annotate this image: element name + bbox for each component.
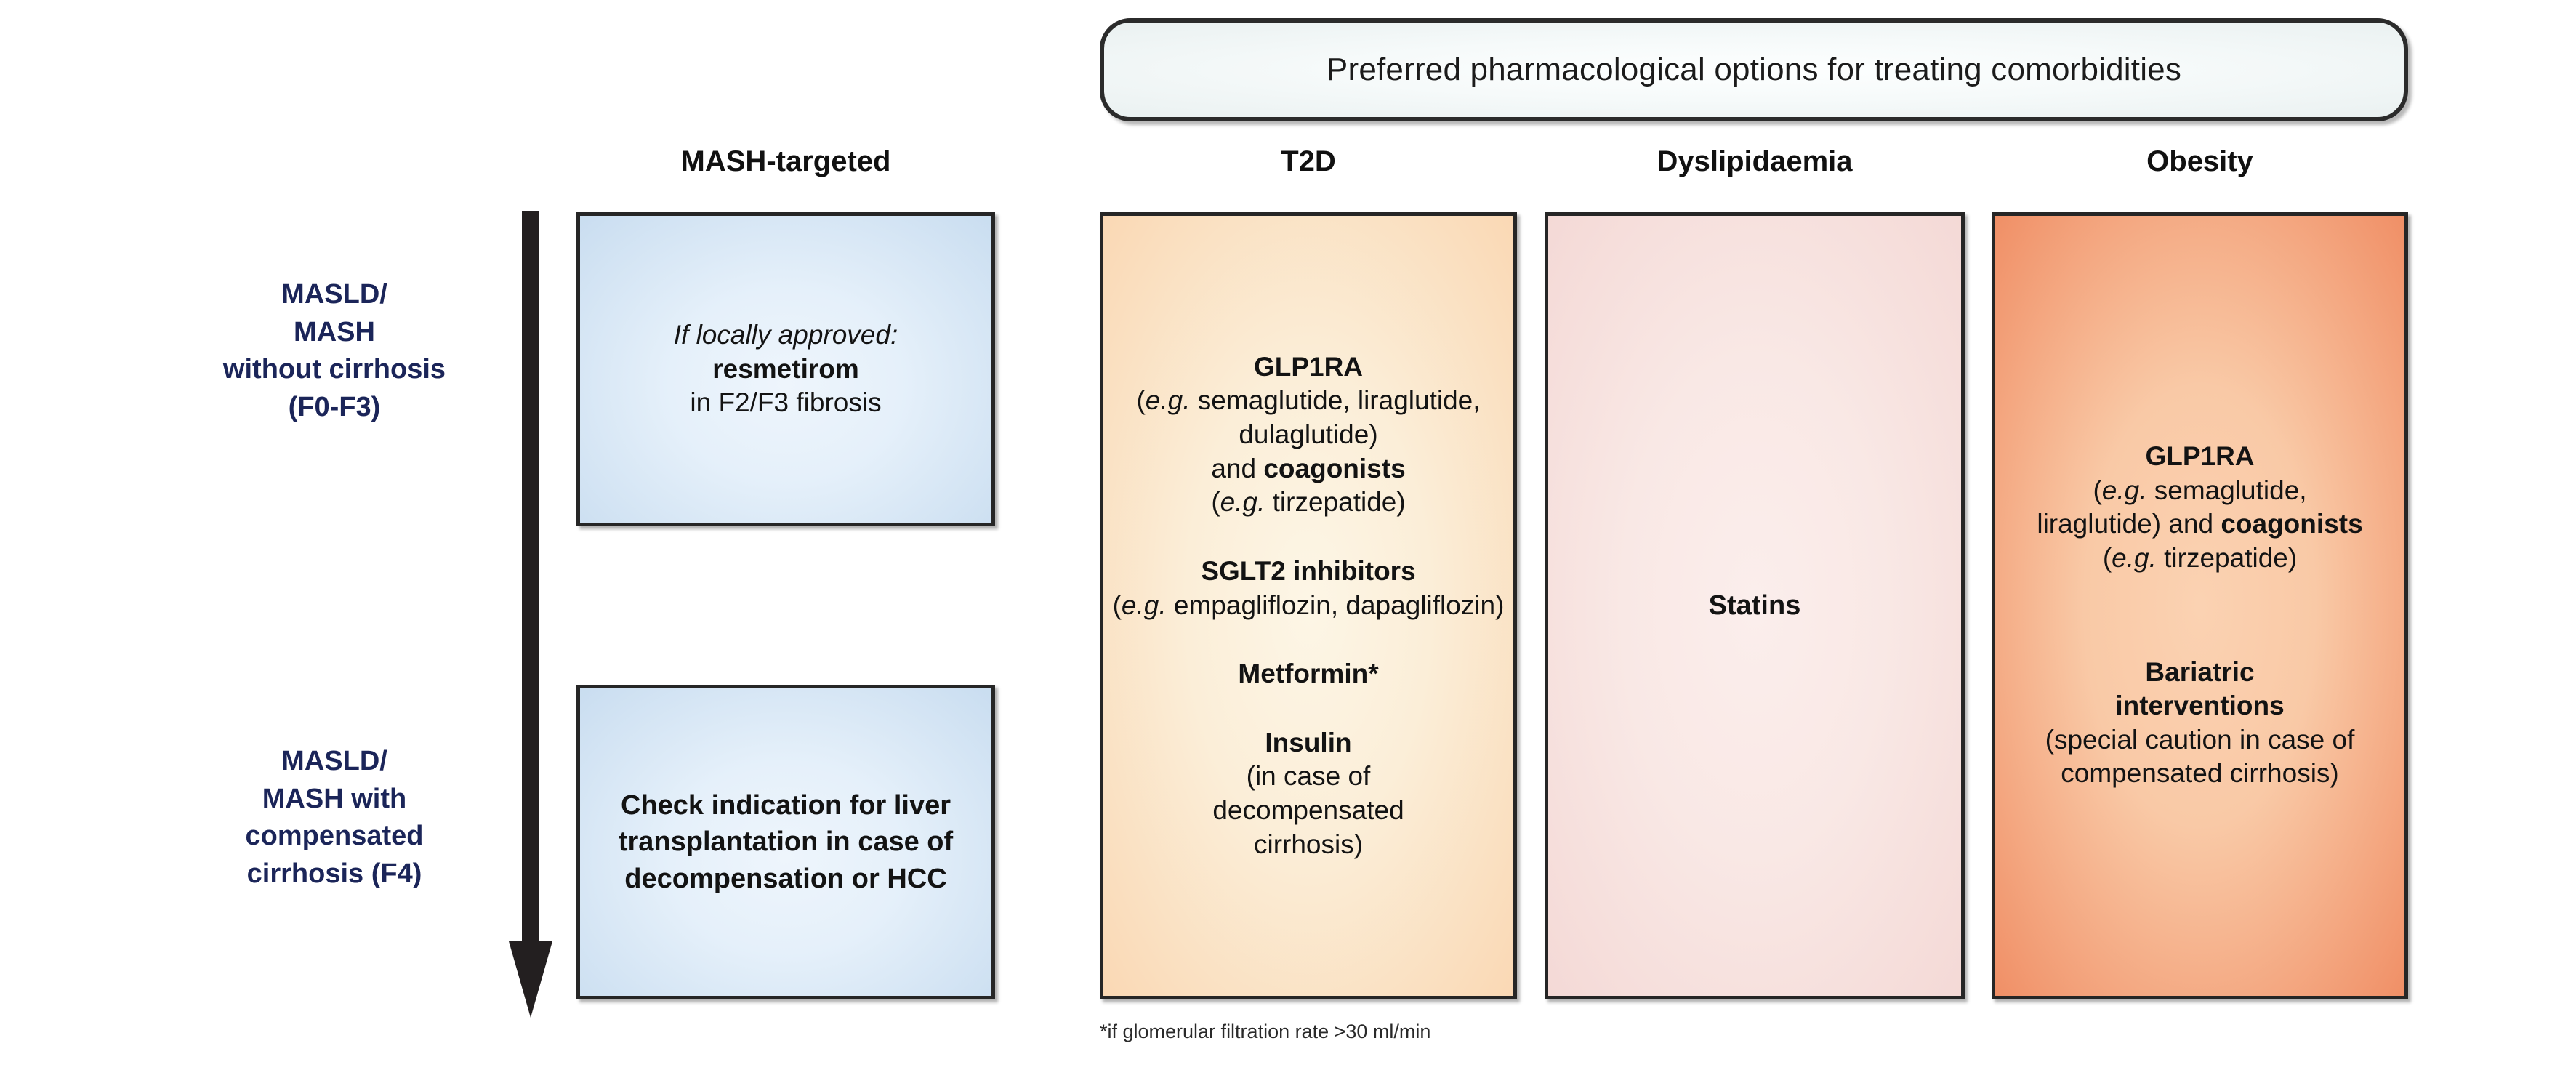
footnote-gfr: *if glomerular filtration rate >30 ml/mi… xyxy=(1100,1021,1431,1042)
obesity-glp1ra-class: GLP1RA xyxy=(2145,441,2255,472)
resmetirom-indication: in F2/F3 fibrosis xyxy=(690,387,882,418)
t2d-entry-sglt2: SGLT2 inhibitors (e.g. empagliflozin, da… xyxy=(1107,555,1510,622)
t2d-glp1ra-examples: (e.g. semaglutide, liraglutide, dulaglut… xyxy=(1136,385,1481,450)
header-banner-title: Preferred pharmacological options for tr… xyxy=(1326,52,2182,87)
t2d-entry-insulin: Insulin (in case of decompensated cirrho… xyxy=(1183,726,1434,861)
obesity-entry-bariatric: Bariatric interventions (special caution… xyxy=(2027,656,2373,791)
resmetirom-condition: If locally approved: xyxy=(673,320,898,350)
obesity-entry-glp1ra: GLP1RA (e.g. semaglutide, liraglutide) a… xyxy=(2024,440,2377,575)
t2d-metformin-class: Metformin* xyxy=(1238,659,1379,689)
dyslipidaemia-statins-label: Statins xyxy=(1708,590,1801,621)
column-header-dyslipidaemia: Dyslipidaemia xyxy=(1657,145,1853,177)
column-header-obesity: Obesity xyxy=(2146,145,2253,177)
obesity-bariatric-caution: (special caution in case of compensated … xyxy=(2045,724,2355,789)
resmetirom-box: If locally approved: resmetirom in F2/F3… xyxy=(576,212,995,526)
liver-transplantation-text: Check indication for liver transplantati… xyxy=(618,789,954,894)
t2d-entry-metformin: Metformin* xyxy=(1232,657,1384,691)
resmetirom-content: If locally approved: resmetirom in F2/F3… xyxy=(668,318,904,420)
obesity-treatment-box: GLP1RA (e.g. semaglutide, liraglutide) a… xyxy=(1992,212,2408,999)
t2d-insulin-condition: (in case of decompensated cirrhosis) xyxy=(1212,761,1404,859)
t2d-insulin-class: Insulin xyxy=(1265,727,1352,757)
column-header-t2d: T2D xyxy=(1281,145,1336,177)
arrow-shaft xyxy=(522,211,539,945)
t2d-coagonists-examples: (e.g. tirzepatide) xyxy=(1211,487,1406,518)
t2d-treatment-box: GLP1RA (e.g. semaglutide, liraglutide, d… xyxy=(1100,212,1517,999)
arrow-head xyxy=(509,941,552,1018)
t2d-coagonists-line: and coagonists xyxy=(1211,453,1406,483)
resmetirom-drug: resmetirom xyxy=(712,353,859,384)
stage-label-f0-f3: MASLD/ MASH without cirrhosis (F0-F3) xyxy=(222,279,446,423)
t2d-glp1ra-class: GLP1RA xyxy=(1253,351,1364,382)
column-header-mash-targeted: MASH-targeted xyxy=(680,145,891,177)
stage-label-f4: MASLD/ MASH with compensated cirrhosis (… xyxy=(245,746,424,890)
t2d-sglt2-examples: (e.g. empagliflozin, dapagliflozin) xyxy=(1112,590,1505,620)
header-banner: Preferred pharmacological options for tr… xyxy=(1100,18,2408,121)
t2d-entry-glp1ra: GLP1RA (e.g. semaglutide, liraglutide, d… xyxy=(1103,350,1513,520)
obesity-coagonists-examples: (e.g. tirzepatide) xyxy=(2102,542,2298,573)
obesity-bariatric-line2: interventions xyxy=(2115,691,2285,721)
obesity-bariatric-line1: Bariatric xyxy=(2145,656,2255,687)
liver-transplantation-box: Check indication for liver transplantati… xyxy=(576,685,995,999)
obesity-glp1ra-examples: (e.g. semaglutide, liraglutide) and coag… xyxy=(2037,475,2363,539)
dyslipidaemia-treatment-box: Statins xyxy=(1545,212,1965,999)
disease-progression-arrow-icon xyxy=(509,211,552,1018)
t2d-sglt2-class: SGLT2 inhibitors xyxy=(1201,555,1416,586)
